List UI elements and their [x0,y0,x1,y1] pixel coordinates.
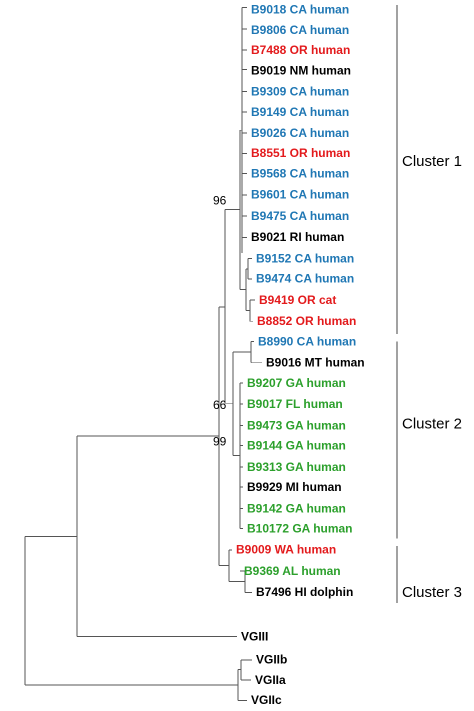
leaf-label: B9474 CA human [256,273,354,286]
cluster-2-label: Cluster 2 [402,417,462,433]
leaf-label: B9601 CA human [251,189,349,202]
leaf-label: B10172 GA human [247,523,353,536]
leaf-label: B7488 OR human [251,44,350,57]
leaf-label: B9149 CA human [251,106,349,119]
bootstrap-labels: 96 66 99 [213,195,227,449]
leaf-label: B9009 WA human [236,544,336,557]
leaf-label: B9152 CA human [256,253,354,266]
leaf-label: B9142 GA human [247,502,346,515]
leaf-label: B9026 CA human [251,127,349,140]
leaf-label: B9309 CA human [251,86,349,99]
leaf-label: B9144 GA human [247,440,346,453]
leaf-label: B8852 OR human [257,315,356,328]
leaf-label: VGIIc [251,694,282,707]
leaf-label: B9568 CA human [251,168,349,181]
bootstrap-99: 99 [213,436,226,449]
tree-branches [24,7,262,701]
leaf-label: B8990 CA human [258,336,356,349]
leaf-label: B9019 NM human [251,64,351,77]
leaf-label: B9369 AL human [244,565,341,578]
leaf-label: B9021 RI human [251,231,344,244]
leaf-label: B9929 MI human [247,481,342,494]
leaf-label: B9016 MT human [266,357,365,370]
leaf-label: B9419 OR cat [259,294,336,307]
leaf-label: VGIIa [255,674,286,687]
leaf-label: B9473 GA human [247,419,346,432]
cluster-3-label: Cluster 3 [402,585,462,601]
leaf-label: B8551 OR human [251,147,350,160]
bootstrap-66: 66 [213,399,227,412]
bootstrap-96: 96 [213,195,227,208]
leaf-label: B9806 CA human [251,24,349,37]
leaf-label: B7496 HI dolphin [256,586,353,599]
cluster-1-label: Cluster 1 [402,154,462,170]
leaf-label: VGIIb [256,654,287,667]
cluster-brackets: Cluster 1 Cluster 2 Cluster 3 [396,4,462,603]
leaf-label: B9313 GA human [247,461,346,474]
leaf-label: B9017 FL human [247,398,343,411]
leaf-label: VGIII [241,631,268,644]
leaf-label: B9018 CA human [251,4,349,17]
leaf-label: B9475 CA human [251,210,349,223]
leaf-label: B9207 GA human [247,377,346,390]
